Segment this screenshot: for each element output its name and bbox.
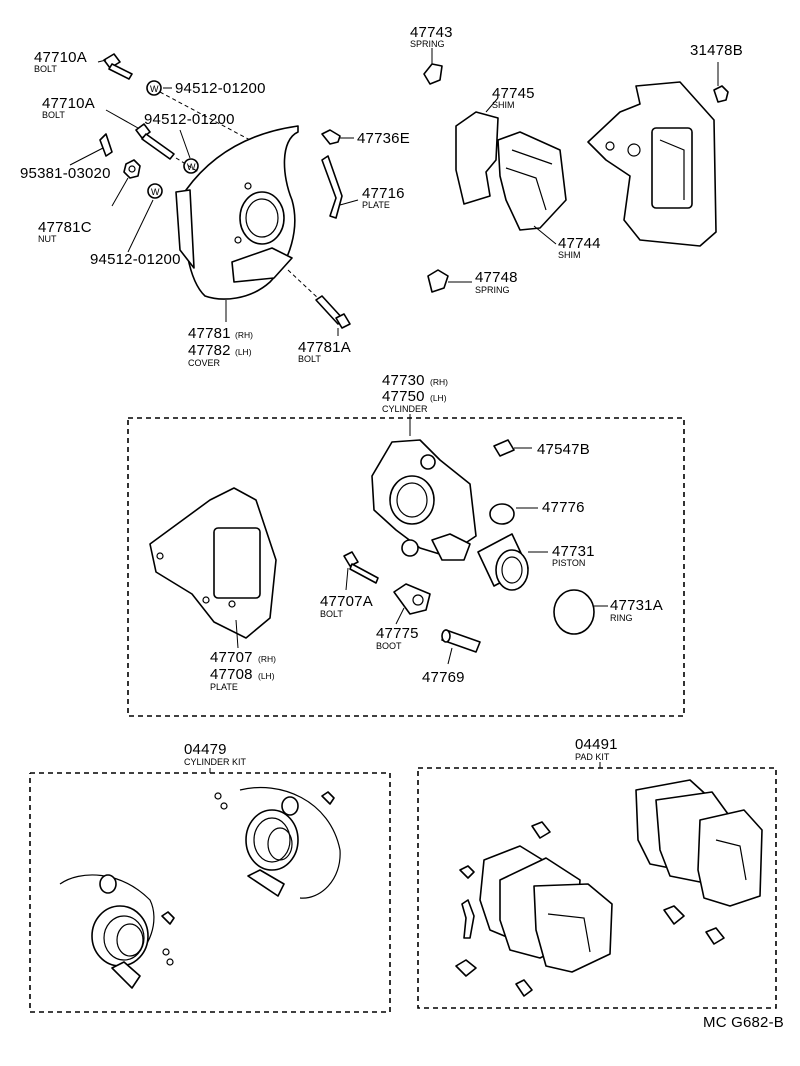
label-47750-suffix: (LH)	[430, 393, 447, 403]
label-piston: PISTON	[552, 558, 585, 568]
label-31478b: 31478B	[690, 42, 743, 59]
label-47750-lh: 47750	[382, 388, 425, 405]
label-47743: 47743	[410, 24, 453, 41]
caliper-bracket	[587, 81, 717, 247]
bolt-47710a-lower: 47710A BOLT	[42, 95, 175, 160]
label-47776: 47776	[542, 499, 585, 516]
pad-kit-title: 04491 PAD KIT	[575, 736, 618, 762]
cylinder-title: 47730 (RH) 47750 (LH) CYLINDER	[382, 372, 448, 414]
label-47745: 47745	[492, 85, 535, 102]
label-47716: 47716	[362, 185, 405, 202]
label-47707-suffix: (RH)	[258, 654, 276, 664]
label-cover: COVER	[188, 358, 221, 368]
label-ring: RING	[610, 613, 633, 623]
brake-pad-upper	[497, 131, 567, 231]
part-47736e: 47736E	[321, 129, 410, 147]
label-04479: 04479	[184, 741, 227, 758]
washer-symbol: W	[150, 84, 159, 94]
pad-kit-parts	[455, 779, 763, 997]
bolt-47781a: 47781A BOLT	[298, 295, 351, 364]
plate-47716: 47716 PLATE	[321, 155, 405, 219]
washer-94512-lower: W 94512-01200	[90, 183, 181, 268]
bolt-47707a: 47707A BOLT	[320, 551, 379, 619]
label-95381: 95381-03020	[20, 165, 111, 182]
caliper-plate: 47707 (RH) 47708 (LH) PLATE	[149, 487, 277, 692]
label-47710a-upper: 47710A	[34, 49, 87, 66]
label-47781-rh: 47781	[188, 325, 231, 342]
label-nut: NUT	[38, 234, 57, 244]
label-47731a: 47731A	[610, 597, 663, 614]
washer-94512-upper: W 94512-01200	[146, 80, 266, 97]
spring-47743: 47743 SPRING	[410, 24, 453, 85]
cylinder-kit-parts	[59, 786, 341, 989]
label-47781c: 47781C	[38, 219, 92, 236]
label-47782-lh: 47782	[188, 342, 231, 359]
cylinder-kit-title: 04479 CYLINDER KIT	[184, 741, 247, 767]
label-47769: 47769	[422, 669, 465, 686]
label-47708-suffix: (LH)	[258, 671, 275, 681]
part-31478b: 31478B	[690, 42, 743, 103]
label-bolt-47781a: BOLT	[298, 354, 321, 364]
label-47731: 47731	[552, 543, 595, 560]
label-47782-lh-suffix: (LH)	[235, 347, 252, 357]
label-47781-rh-suffix: (RH)	[235, 330, 253, 340]
label-bolt-lower: BOLT	[42, 110, 65, 120]
label-94512-lower: 94512-01200	[90, 251, 181, 268]
label-47744: 47744	[558, 235, 601, 252]
label-bolt-upper: BOLT	[34, 64, 57, 74]
pad-kit-box	[417, 767, 777, 1009]
shim-47744: 47744 SHIM	[533, 225, 601, 260]
label-04491: 04491	[575, 736, 618, 753]
pin-95381: 95381-03020	[20, 133, 113, 182]
label-47730-suffix: (RH)	[430, 377, 448, 387]
part-47769: 47769	[422, 629, 481, 686]
label-94512-middle: 94512-01200	[144, 111, 235, 128]
drawing-code: MC G682-B	[703, 1014, 784, 1031]
label-pad-kit: PAD KIT	[575, 752, 610, 762]
label-47736e: 47736E	[357, 130, 410, 147]
label-47781a: 47781A	[298, 339, 351, 356]
cylinder-kit-box	[29, 772, 391, 1013]
part-47776: 47776	[489, 499, 585, 525]
label-shim-47745: SHIM	[492, 100, 515, 110]
label-94512-upper: 94512-01200	[175, 80, 266, 97]
spring-47748: 47748 SPRING	[427, 269, 518, 295]
nut-47781c: 47781C NUT	[38, 159, 141, 244]
label-cylinder-kit: CYLINDER KIT	[184, 757, 247, 767]
washer-94512-middle: W 94512-01200	[144, 111, 235, 174]
label-47547b: 47547B	[537, 441, 590, 458]
label-47707-rh: 47707	[210, 649, 253, 666]
washer-symbol: W	[187, 162, 196, 172]
label-47710a-lower: 47710A	[42, 95, 95, 112]
washer-symbol: W	[151, 187, 160, 197]
label-47775: 47775	[376, 625, 419, 642]
label-47730-rh: 47730	[382, 372, 425, 389]
label-shim-47744: SHIM	[558, 250, 581, 260]
label-plate-47716: PLATE	[362, 200, 390, 210]
dust-cover: 47781 (RH) 47782 (LH) COVER	[175, 125, 299, 368]
cylinder-group-box	[127, 417, 685, 717]
piston-47731: 47731 PISTON	[477, 533, 595, 591]
label-bolt-47707a: BOLT	[320, 609, 343, 619]
part-47547b: 47547B	[493, 439, 590, 458]
ring-47731a: 47731A RING	[553, 589, 663, 635]
label-cylinder: CYLINDER	[382, 404, 428, 414]
label-boot: BOOT	[376, 641, 402, 651]
label-47748: 47748	[475, 269, 518, 286]
label-47707a: 47707A	[320, 593, 373, 610]
label-47708-lh: 47708	[210, 666, 253, 683]
label-plate-cyl: PLATE	[210, 682, 238, 692]
label-spring-47743: SPRING	[410, 39, 445, 49]
bolt-47710a-upper: 47710A BOLT	[34, 49, 133, 80]
shim-47745: 47745 SHIM	[455, 85, 535, 205]
label-spring-47748: SPRING	[475, 285, 510, 295]
boot-47775: 47775 BOOT	[376, 583, 431, 651]
caliper-cylinder-body	[371, 439, 477, 561]
